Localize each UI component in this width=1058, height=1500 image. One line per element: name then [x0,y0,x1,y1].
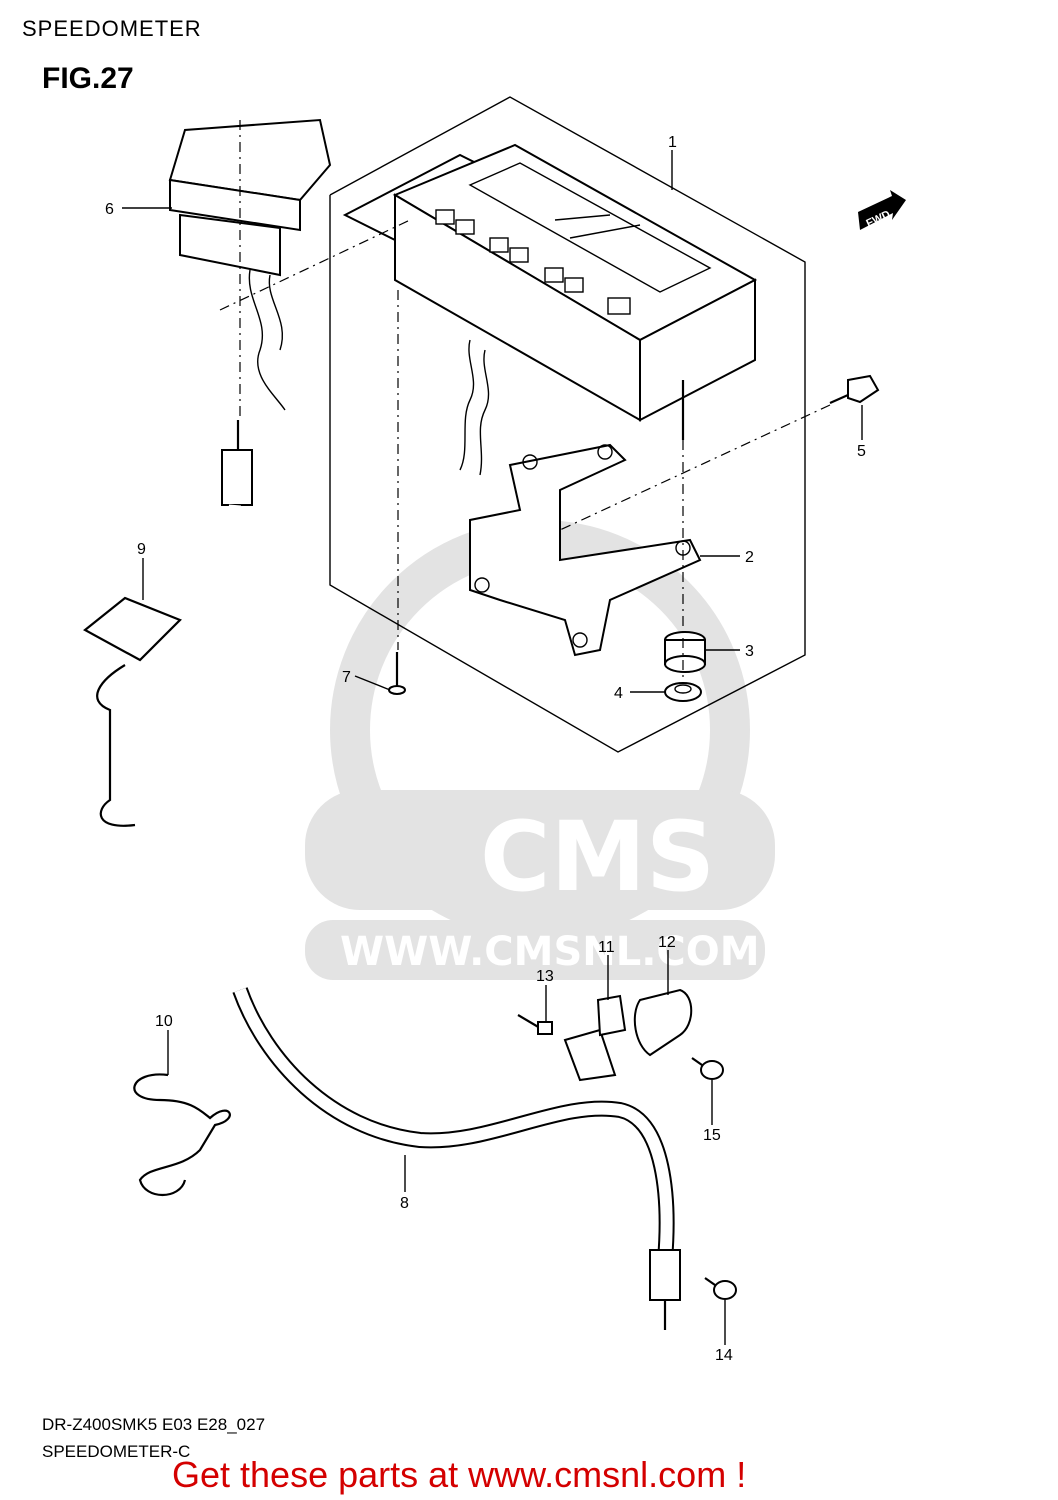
indicator-part [168,118,332,411]
figure-title: FIG.27 [42,62,134,95]
model-code: DR-Z400SMK5 E03 E28_027 [42,1415,266,1434]
callout-1: 1 [668,134,677,151]
callout-2: 2 [745,549,754,566]
page-heading: SPEEDOMETER [22,16,202,41]
watermark-url: WWW.CMSNL.COM [340,929,760,975]
callout-7: 7 [342,669,351,686]
fwd-arrow-icon: FWD [858,190,906,230]
callout-9: 9 [137,541,146,558]
screw-15-part [691,1057,724,1080]
assembly-outline [329,96,806,753]
grommet-part [664,631,706,673]
cms-watermark: CMS WWW.CMSNL.COM [305,520,775,980]
callout-8: 8 [400,1195,409,1212]
rivet-part [517,1014,553,1035]
callout-4: 4 [614,685,623,702]
callout-11: 11 [598,939,615,956]
parts-link[interactable]: Get these parts at www.cmsnl.com ! [172,1454,747,1495]
watermark-brand: CMS [480,801,715,913]
screw-14-part [704,1277,737,1300]
clamp-part [633,988,693,1057]
callout-5: 5 [857,443,866,460]
cable-part [201,420,681,1330]
callout-14: 14 [715,1347,733,1364]
callout-12: 12 [658,934,676,951]
callout-10: 10 [155,1013,173,1030]
section-name: SPEEDOMETER-C [42,1442,191,1461]
holder-plate-part [563,994,627,1082]
bolt-part [829,374,880,405]
cable-guide-part [133,1073,231,1196]
wire-clamp-part [83,596,182,827]
leader-lines [122,150,863,1345]
meter-unit-part [342,143,758,476]
callout-15: 15 [703,1127,721,1144]
callout-6: 6 [105,201,114,218]
screw-part [388,652,406,695]
collar-part [664,682,702,702]
callout-3: 3 [745,643,754,660]
callout-13: 13 [536,968,554,985]
